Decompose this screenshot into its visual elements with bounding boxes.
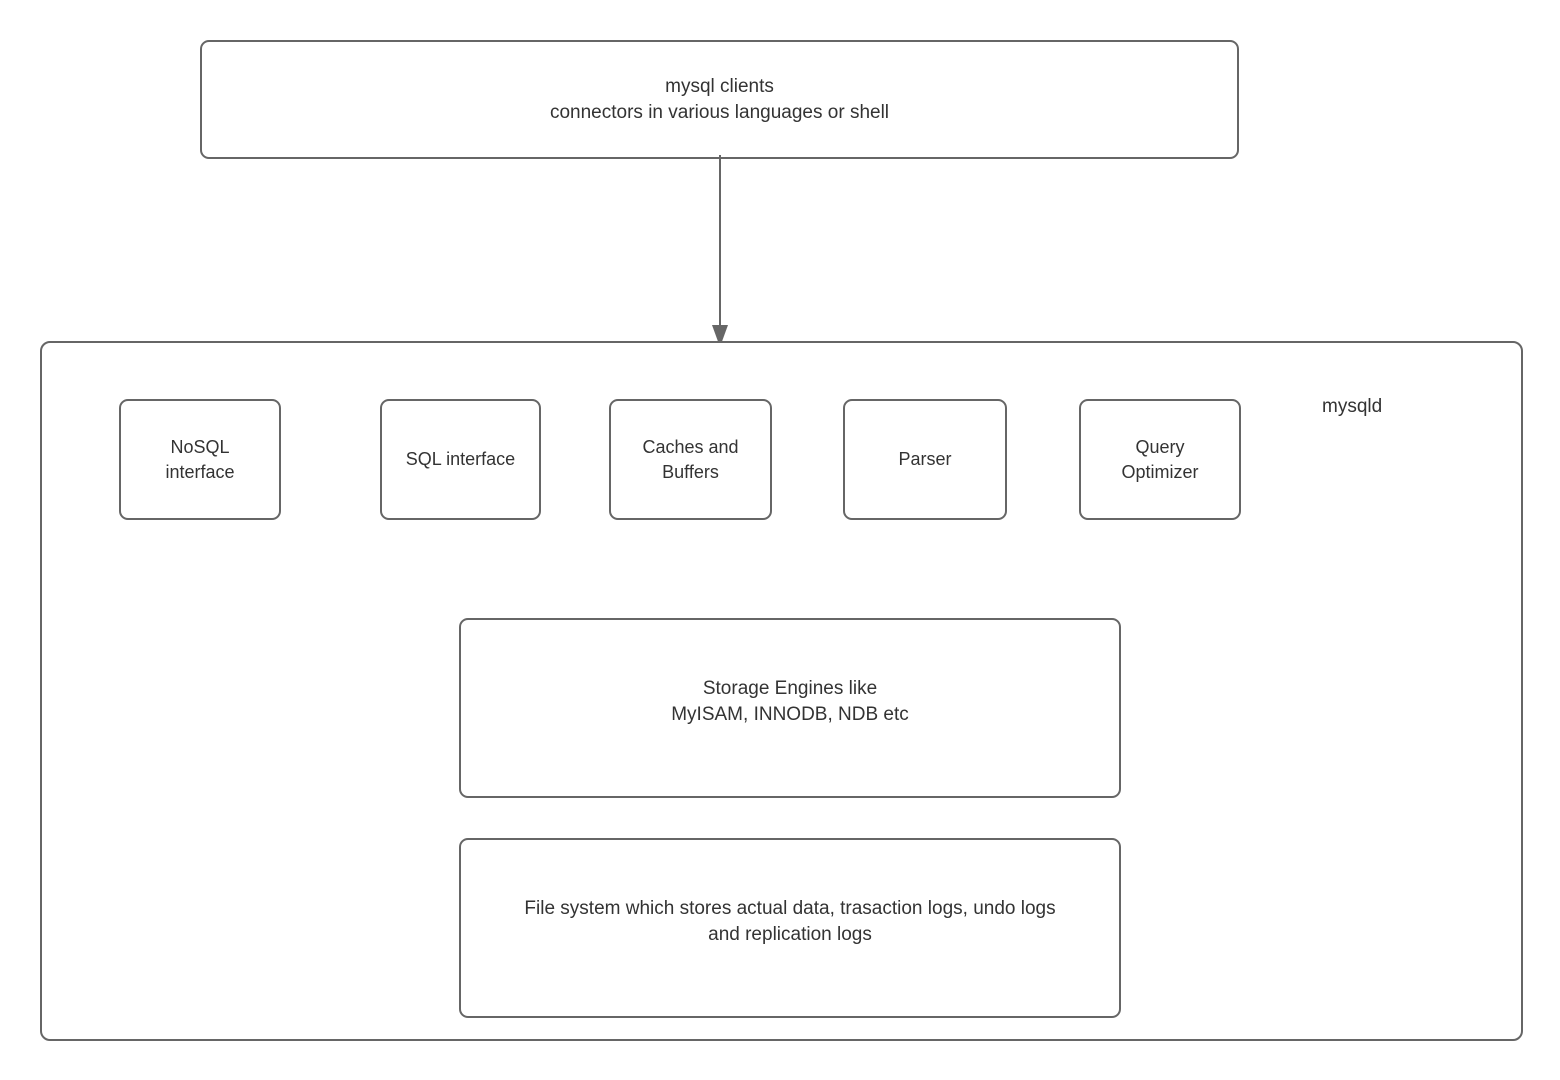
component-label: Caches and Buffers: [642, 437, 739, 482]
component-nosql-interface[interactable]: NoSQL interface: [119, 399, 281, 520]
file-system-label: File system which stores actual data, tr…: [524, 898, 1056, 945]
storage-engines-box[interactable]: Storage Engines like MyISAM, INNODB, NDB…: [459, 618, 1121, 798]
component-label: Query Optimizer: [1121, 437, 1199, 482]
component-label: NoSQL interface: [165, 437, 235, 482]
clients-to-mysqld-arrow: [712, 155, 728, 347]
mysqld-caption-label: mysqld: [1322, 396, 1383, 417]
mysql-clients-label: mysql clients connectors in various lang…: [549, 75, 890, 123]
component-sql-interface[interactable]: SQL interface: [380, 399, 541, 520]
component-query-optimizer[interactable]: Query Optimizer: [1079, 399, 1241, 520]
component-label: SQL interface: [405, 449, 516, 470]
file-system-box[interactable]: File system which stores actual data, tr…: [459, 838, 1121, 1018]
mysql-clients-box[interactable]: mysql clients connectors in various lang…: [200, 40, 1239, 159]
component-parser[interactable]: Parser: [843, 399, 1007, 520]
component-label: Parser: [898, 449, 952, 470]
component-caches-and-buffers[interactable]: Caches and Buffers: [609, 399, 772, 520]
storage-engines-label: Storage Engines like MyISAM, INNODB, NDB…: [671, 678, 909, 725]
